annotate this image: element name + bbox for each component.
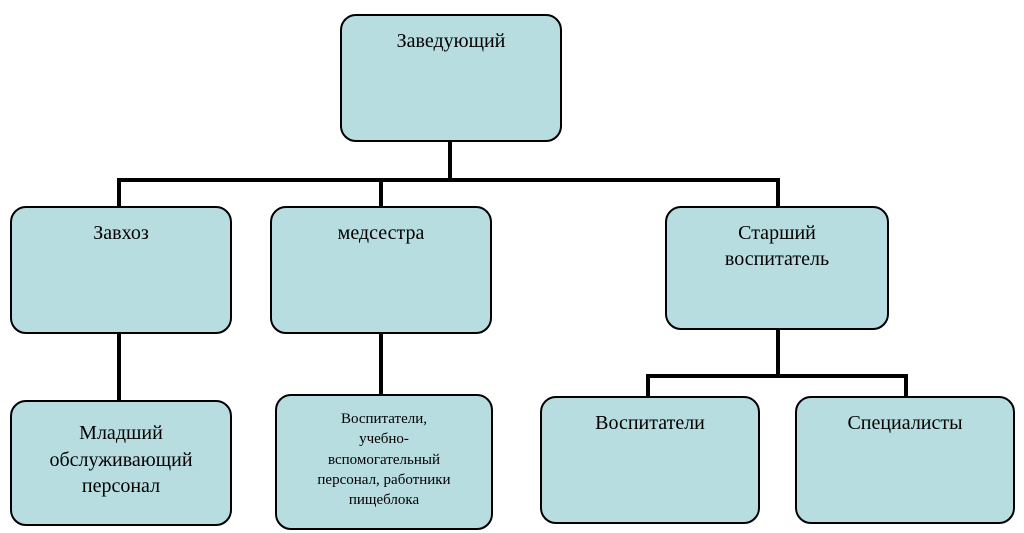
connector-director-down	[448, 142, 452, 182]
connector-senior-down	[776, 330, 780, 378]
node-support-staff-label: Воспитатели, учебно- вспомогательный пер…	[317, 411, 451, 508]
node-director-label: Заведующий	[396, 30, 506, 52]
connector-drop-educators	[646, 374, 650, 397]
node-junior-staff: Младший обслуживающий персонал	[10, 400, 232, 526]
node-specialists: Специалисты	[795, 396, 1015, 524]
node-educators: Воспитатели	[540, 396, 760, 524]
connector-drop-nurse	[379, 178, 383, 206]
node-support-staff: Воспитатели, учебно- вспомогательный пер…	[275, 394, 493, 530]
connector-zavhoz-junior	[117, 334, 121, 401]
node-specialists-label: Специалисты	[847, 412, 963, 434]
connector-nurse-support	[379, 334, 383, 395]
node-director: Заведующий	[340, 14, 562, 142]
connector-drop-zavhoz	[117, 178, 121, 206]
node-zavhoz-label: Завхоз	[93, 222, 149, 244]
connector-drop-specialists	[904, 374, 908, 397]
node-senior-educator: Старший воспитатель	[665, 206, 889, 330]
node-junior-staff-label: Младший обслуживающий персонал	[49, 422, 193, 498]
connector-row2-bus	[117, 178, 780, 182]
node-senior-educator-label: Старший воспитатель	[724, 222, 830, 271]
connector-row3-bus	[646, 374, 908, 378]
connector-drop-senior	[776, 178, 780, 206]
node-nurse-label: медсестра	[337, 222, 425, 244]
node-nurse: медсестра	[270, 206, 492, 334]
node-zavhoz: Завхоз	[10, 206, 232, 334]
node-educators-label: Воспитатели	[595, 412, 705, 434]
